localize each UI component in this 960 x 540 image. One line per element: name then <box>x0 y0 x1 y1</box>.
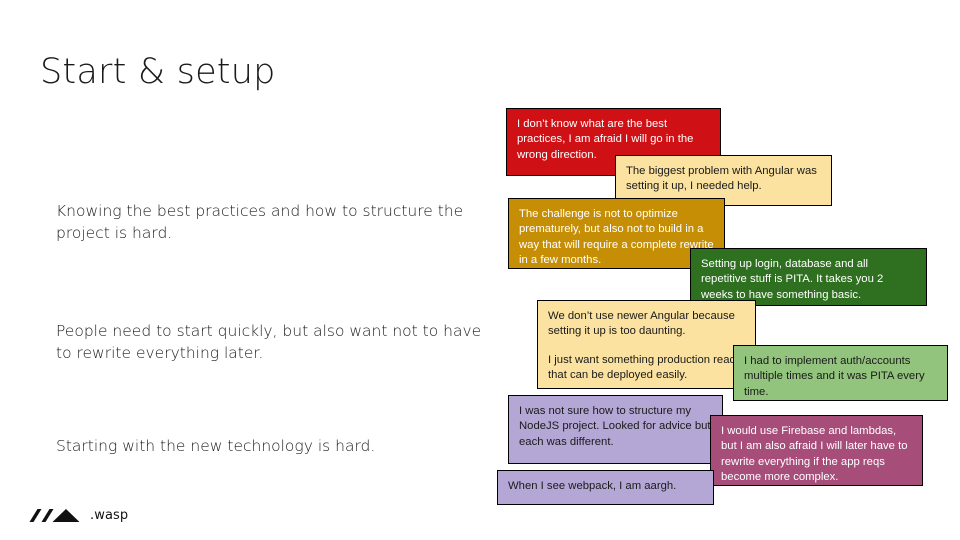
logo-text: .wasp <box>90 507 129 523</box>
quote-paragraph: I would use Firebase and lambdas, but I … <box>721 425 908 484</box>
quote-paragraph: I was not sure how to structure my NodeJ… <box>519 405 711 448</box>
footer-logo: .wasp <box>28 503 128 527</box>
quote-webpack-aargh: When I see webpack, I am aargh. <box>497 470 714 505</box>
quote-paragraph: I just want something production ready t… <box>548 353 742 382</box>
quote-paragraph: The challenge is not to optimize prematu… <box>519 208 714 267</box>
bullet-point-2: People need to start quickly, but also w… <box>56 322 482 362</box>
quote-firebase-lambdas: I would use Firebase and lambdas, but I … <box>710 415 923 486</box>
quote-best-practices: I don’t know what are the best practices… <box>506 108 721 176</box>
quote-paragraph: I don’t know what are the best practices… <box>517 118 694 161</box>
quote-paragraph: When I see webpack, I am aargh. <box>508 480 677 492</box>
quote-login-database-pita: Setting up login, database and all repet… <box>690 248 927 306</box>
quote-newer-angular-daunting: We don’t use newer Angular because setti… <box>537 300 756 389</box>
quote-paragraph: We don’t use newer Angular because setti… <box>548 310 735 338</box>
quote-angular-setup: The biggest problem with Angular was set… <box>615 155 832 206</box>
bullet-point-3: Starting with the new technology is hard… <box>56 437 376 455</box>
quote-paragraph: Setting up login, database and all repet… <box>701 258 884 301</box>
quote-paragraph: The biggest problem with Angular was set… <box>626 165 817 193</box>
quote-paragraph: I had to implement auth/accounts multipl… <box>744 355 925 398</box>
quote-nodejs-structure: I was not sure how to structure my NodeJ… <box>508 395 723 464</box>
bullet-point-1: Knowing the best practices and how to st… <box>56 202 464 242</box>
quote-auth-accounts-pita: I had to implement auth/accounts multipl… <box>733 345 948 401</box>
quote-premature-optimization: The challenge is not to optimize prematu… <box>508 198 725 269</box>
page-title: Start & setup <box>40 52 276 92</box>
wasp-logo-icon <box>29 509 80 522</box>
